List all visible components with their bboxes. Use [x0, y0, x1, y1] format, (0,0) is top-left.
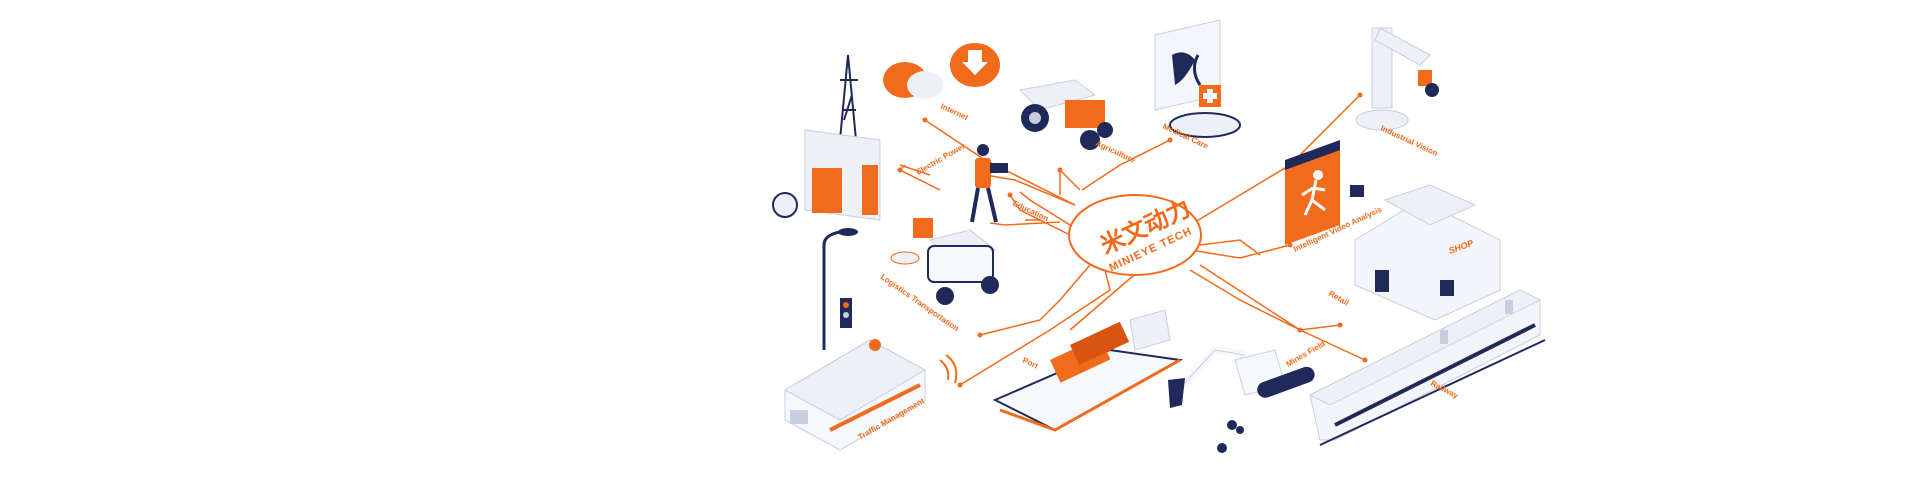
logistics-robot-icon — [890, 218, 999, 305]
street-light-icon — [822, 228, 858, 350]
video-screen-icon — [1285, 140, 1364, 245]
tractor-icon — [1018, 79, 1113, 150]
bus-icon — [783, 339, 958, 451]
shop-icon: SHOP — [1354, 184, 1501, 321]
label-port: Port — [1021, 356, 1040, 371]
train-icon — [1308, 289, 1546, 446]
label-mines-field: Mines Field — [1285, 339, 1327, 369]
ship-icon — [992, 309, 1184, 432]
label-electric-power: Electric Power — [915, 141, 967, 176]
logo-ellipse: 米文动力 MINIEYE TECH — [1068, 194, 1202, 276]
person-icon — [970, 144, 1008, 223]
excavator-icon — [1168, 345, 1315, 453]
label-internet: Internet — [939, 102, 970, 123]
label-industrial-vision: Industrial Vision — [1379, 124, 1439, 158]
connection-dots — [897, 92, 1368, 388]
cloud-icon — [883, 43, 1000, 99]
label-agriculture: Agriculture — [1094, 139, 1137, 165]
medical-icon — [1154, 19, 1241, 138]
connection-lines — [898, 94, 1366, 386]
robot-arm-icon — [1355, 27, 1439, 131]
label-retail: Retail — [1327, 289, 1350, 308]
power-tower-icon — [772, 54, 881, 221]
